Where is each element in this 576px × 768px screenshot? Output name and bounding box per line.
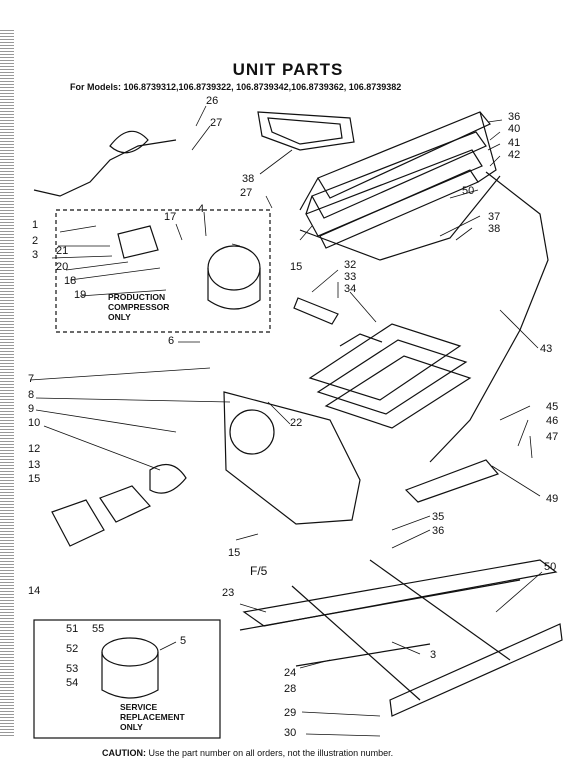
callout-25: 26	[206, 95, 219, 107]
capillary-tube	[429, 171, 549, 463]
callout-17: 17	[164, 211, 177, 223]
model-list: For Models: 106.8739312,106.8739322, 106…	[70, 82, 402, 92]
callout-8: 8	[28, 389, 35, 401]
callout-5b: 5	[180, 635, 187, 647]
callout-36: 36	[508, 111, 521, 123]
callout-34: 35	[432, 511, 445, 523]
callout-37: 37	[488, 211, 501, 223]
production-compressor	[207, 245, 261, 291]
callout-3b: 3	[430, 649, 437, 661]
callout-1: 1	[32, 219, 39, 231]
callout-38: 38	[488, 223, 501, 235]
callout-9: 9	[28, 403, 35, 415]
leader-lines	[29, 105, 543, 737]
callout-7: 7	[28, 373, 35, 385]
callout-48: 47	[546, 431, 559, 443]
callout-51: 50	[462, 185, 475, 197]
callout-10: 10	[28, 417, 41, 429]
callout-46: 45	[546, 401, 559, 413]
callout-3: 3	[32, 249, 39, 261]
callout-22: 22	[290, 417, 303, 429]
callout-14: 14	[28, 585, 41, 597]
production-note: PRODUCTION COMPRESSOR ONLY	[108, 292, 170, 322]
callout-43: 42	[508, 149, 521, 161]
callout-16: 15	[290, 261, 303, 273]
callout-20: 20	[56, 261, 69, 273]
callout-4: 4	[198, 203, 205, 215]
callout-49: 49	[546, 493, 559, 505]
base-frame	[239, 559, 563, 717]
drip-tray	[257, 111, 355, 151]
caution-text: Use the part number on all orders, not t…	[148, 748, 394, 758]
callout-55: 54	[66, 677, 79, 689]
caution-label: CAUTION:	[102, 748, 146, 758]
callout-47: 46	[546, 415, 559, 427]
callout-15: 15	[28, 473, 41, 485]
callout-18: 18	[64, 275, 77, 287]
callout-26: 27	[210, 117, 223, 129]
fan-motor	[99, 485, 151, 523]
callout-6: 6	[168, 335, 175, 347]
service-box	[33, 619, 221, 739]
callout-27: 27	[240, 187, 253, 199]
fan-blade	[149, 463, 187, 494]
callout-15b: 15	[228, 547, 241, 559]
condenser-coil	[299, 111, 497, 249]
callout-56: 55	[92, 623, 105, 635]
power-cord	[33, 139, 177, 197]
callout-45: 43	[540, 343, 553, 355]
drier	[293, 297, 339, 325]
callout-2: 2	[32, 235, 39, 247]
callout-23: 23	[222, 587, 235, 599]
callout-13: 13	[28, 459, 41, 471]
caution-line: CAUTION: Use the part number on all orde…	[102, 748, 393, 758]
fan-shroud	[223, 391, 361, 525]
page-title: UNIT PARTS	[232, 60, 344, 79]
callout-19: 19	[74, 289, 87, 301]
service-note: SERVICE REPLACEMENT ONLY	[120, 702, 185, 732]
callout-31: 32	[344, 259, 357, 271]
callout-35: 36	[432, 525, 445, 537]
callout-54: 53	[66, 663, 79, 675]
callout-24: 24	[284, 667, 297, 679]
callout-53: 52	[66, 643, 79, 655]
fs-mark: F/5	[250, 564, 268, 578]
callout-29: 29	[284, 707, 297, 719]
evaporator-coil	[308, 323, 472, 429]
callout-40: 38	[242, 173, 255, 185]
callout-12: 12	[28, 443, 41, 455]
callout-28: 28	[284, 683, 297, 695]
callout-33: 34	[344, 283, 357, 295]
callout-41: 40	[508, 123, 521, 135]
callout-30: 30	[284, 727, 297, 739]
callout-50: 50	[544, 561, 557, 573]
scan-edge	[0, 30, 14, 738]
callout-32: 33	[344, 271, 357, 283]
callout-52: 51	[66, 623, 79, 635]
drain-pan	[404, 459, 500, 503]
callout-21: 21	[56, 245, 69, 257]
callout-42: 41	[508, 137, 521, 149]
